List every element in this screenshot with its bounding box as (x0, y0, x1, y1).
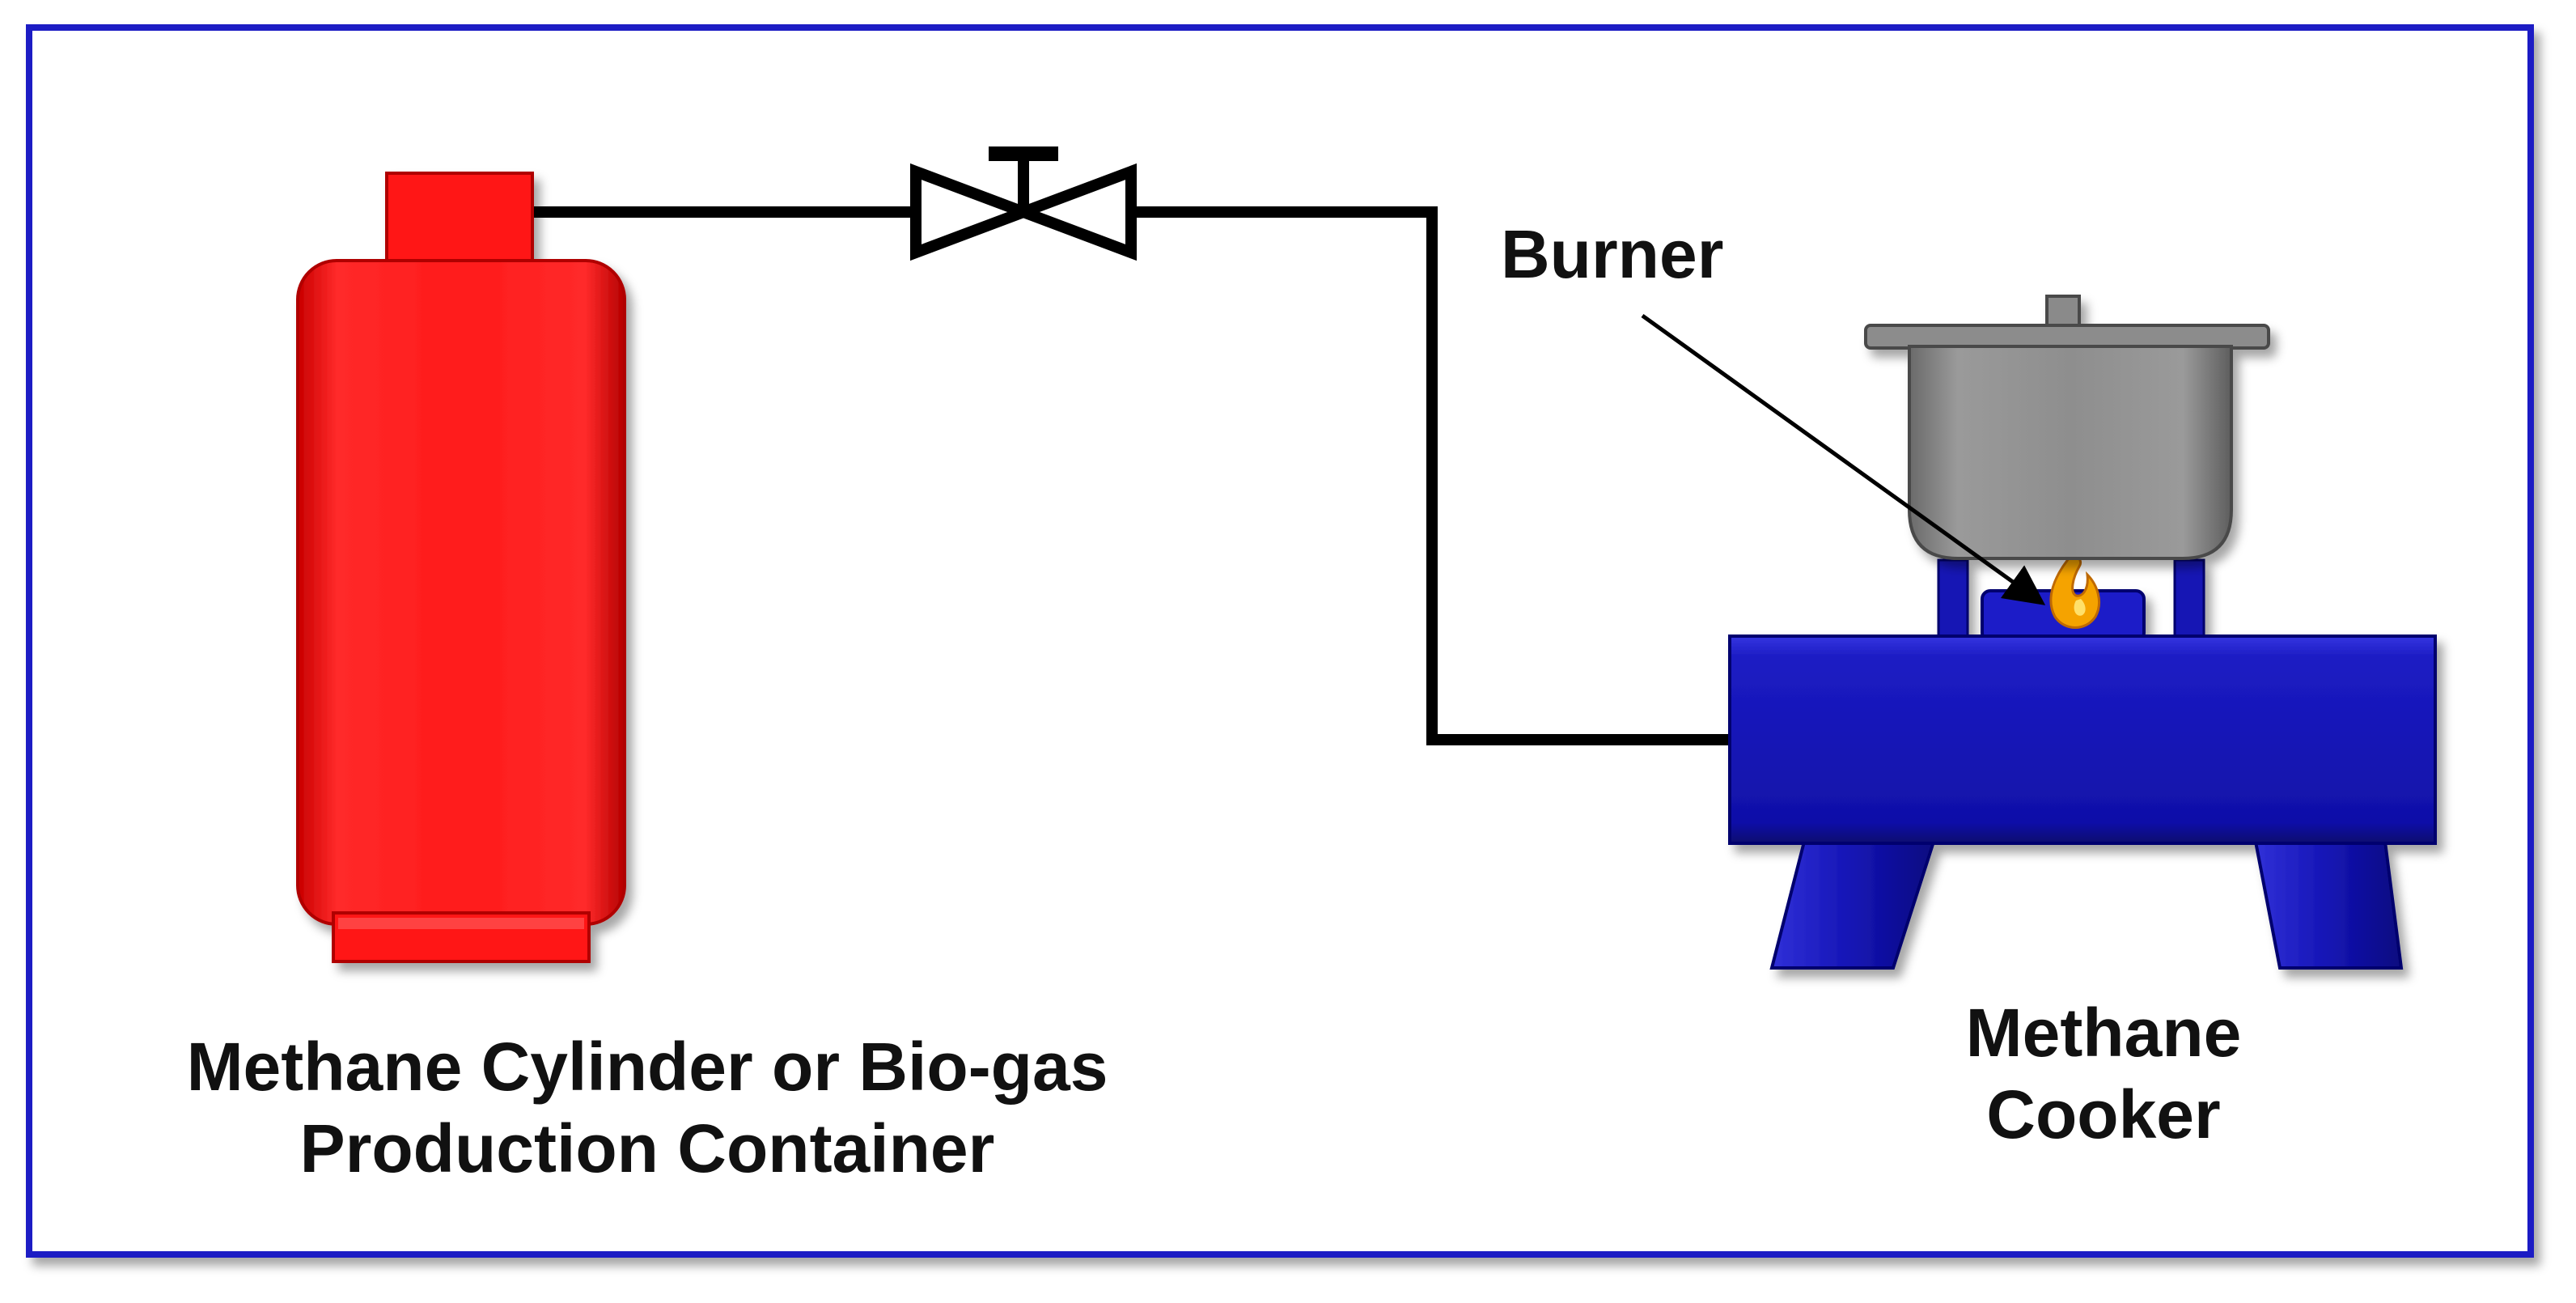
pot-body (1908, 345, 2233, 560)
pot-lid-knob (2045, 295, 2081, 330)
cylinder-body (296, 259, 626, 926)
cooker-caption: Methane Cooker (1845, 992, 2362, 1156)
cooker-caption-line1: Methane (1965, 995, 2242, 1071)
pot-support-left (1937, 558, 1969, 639)
burner-label: Burner (1501, 214, 1776, 295)
cooking-pot (1864, 295, 2270, 560)
cylinder-caption-line2: Production Container (299, 1110, 995, 1186)
cylinder-valve-cap (385, 172, 534, 264)
gate-valve-icon (910, 146, 1137, 261)
pot-rim (1864, 324, 2270, 350)
methane-cooker (1728, 558, 2437, 970)
cooker-body (1728, 635, 2437, 845)
cylinder-caption: Methane Cylinder or Bio-gas Production C… (121, 1026, 1173, 1190)
cooker-caption-line2: Cooker (1986, 1076, 2221, 1152)
pot-support-right (2173, 558, 2205, 639)
cylinder-caption-line1: Methane Cylinder or Bio-gas (186, 1029, 1108, 1105)
flame-icon (2049, 552, 2100, 629)
gas-pipe (526, 206, 1731, 745)
burner-label-text: Burner (1501, 216, 1724, 292)
cooker-leg-right (2253, 840, 2404, 970)
methane-cylinder (296, 172, 626, 963)
burner-arrow (1641, 313, 2046, 605)
